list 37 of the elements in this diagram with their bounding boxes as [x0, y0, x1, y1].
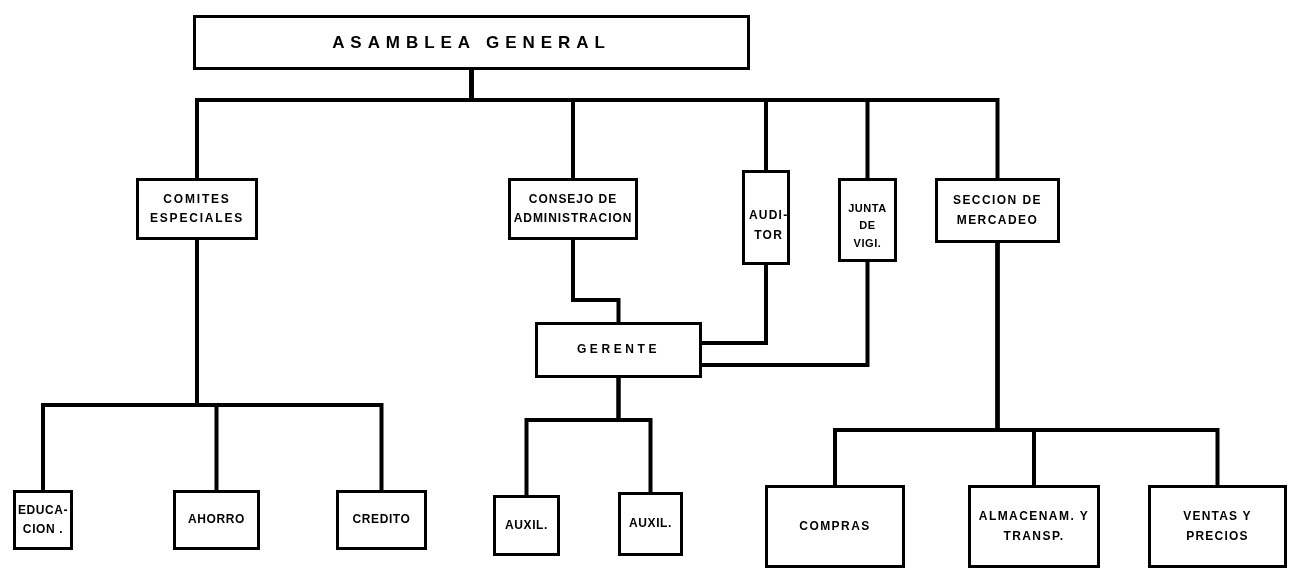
org-box [535, 322, 702, 378]
box-label: GERENTE [576, 341, 661, 359]
box-label: AUXIL. [505, 516, 548, 534]
box-label: COMITES ESPECIALES [149, 190, 245, 227]
box-label: AUXIL. [629, 515, 672, 533]
box-label: CONSEJO DE ADMINISTRACION [513, 190, 633, 227]
connector-line [195, 240, 384, 490]
connector-line [995, 243, 1220, 485]
box-label: ALMACENAM. Y TRANSP. [977, 508, 1091, 545]
box-label: VENTAS Y PRECIOS [1182, 508, 1253, 545]
box-label: EDUCA- CION . [17, 501, 69, 538]
org-box [618, 492, 683, 556]
org-box [173, 490, 260, 550]
connector-line [616, 378, 653, 492]
connector-line [702, 262, 870, 367]
box-label: SECCION DE MERCADEO [951, 192, 1044, 229]
box-label: COMPRAS [799, 517, 871, 535]
org-box [968, 485, 1100, 568]
connector-line [469, 70, 1000, 178]
org-box [765, 485, 905, 568]
org-box [508, 178, 638, 240]
box-label: ASAMBLEA GENERAL [332, 31, 611, 54]
org-box [1148, 485, 1287, 568]
org-box [13, 490, 73, 550]
org-box [493, 495, 560, 556]
connector-line [571, 240, 621, 322]
org-box [838, 178, 897, 262]
box-label: JUNTA DE VIGI. [847, 200, 888, 251]
box-label: AUDI- TOR [749, 207, 789, 244]
org-box [136, 178, 258, 240]
org-box [336, 490, 427, 550]
org-box [193, 15, 750, 70]
org-box [742, 170, 790, 265]
box-label: AHORRO [188, 511, 245, 529]
connector-line [702, 265, 768, 345]
org-box [935, 178, 1060, 243]
box-label: CREDITO [352, 511, 411, 529]
